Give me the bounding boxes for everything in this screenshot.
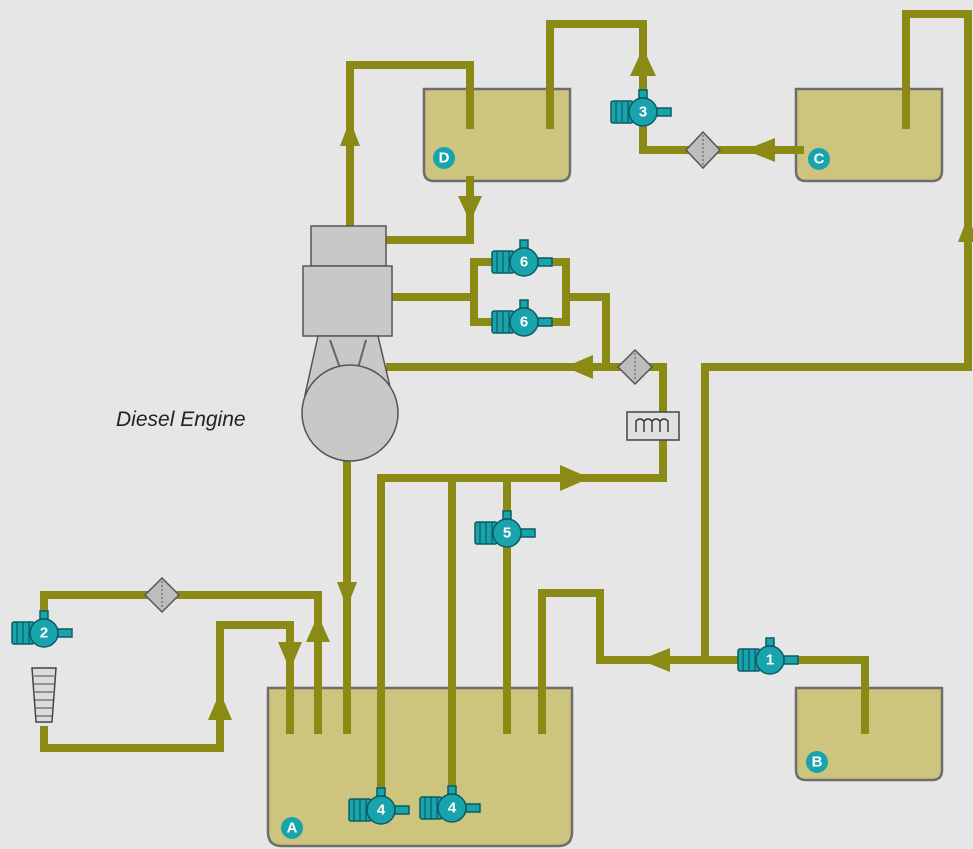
strainer-icon [31,667,57,723]
arrow-d-to-engine [458,196,482,222]
arrow-left-loop-up [208,692,232,720]
tank-a [266,686,574,848]
tank-badge-d: D [433,147,455,169]
engine-head [302,265,393,337]
filter-icon-c [684,130,722,170]
heater-icon [626,411,680,441]
pipe-feed-header [377,436,667,804]
pipe-c-to-pump3 [639,116,804,154]
pump-4a-icon: 4 [348,787,410,825]
tank-c-label: C [814,151,825,168]
diesel-engine-label: Diesel Engine [116,408,246,431]
engine-valve-cover [310,225,387,267]
pump-2-icon: 2 [11,610,73,648]
pump-1-icon: 1 [737,637,799,675]
arrow-engine-to-d [340,120,360,146]
filter-icon-pump2 [143,576,181,614]
tank-badge-b: B [806,751,828,773]
pump-1-label: 1 [766,652,774,669]
pipe-b-pump1 [796,656,869,734]
pipe-pump2-top [40,591,322,734]
pump-4a-label: 4 [377,802,386,819]
pipe-filter-to-pump6 [562,293,638,371]
pump-6b-label: 6 [520,314,528,331]
tank-badge-c: C [808,148,830,170]
pump-5-icon: 5 [474,510,536,548]
arrow-header-right [560,465,590,491]
arrow-drain-down [337,582,357,608]
arrow-pump2-down [278,642,302,670]
pump-6a-label: 6 [520,254,528,271]
tank-badge-a: A [281,817,303,839]
engine-crankcase [301,364,399,462]
arrow-pump1-left [640,648,670,672]
filter-icon-engine [616,348,654,386]
pump-4b-icon: 4 [419,785,481,823]
pump-4b-label: 4 [448,800,457,817]
pipe-d-engine-return [382,176,474,244]
pump-2-label: 2 [40,625,48,642]
pump-5-label: 5 [503,525,511,542]
pump-3-label: 3 [639,104,647,121]
arrow-c-to-filter [745,138,775,162]
pipe-pump2-inlet [40,621,294,752]
pump-6b-icon: 6 [491,299,553,337]
pump-6a-icon: 6 [491,239,553,277]
diesel-engine [301,225,399,462]
pump-3-icon: 3 [610,89,672,127]
arrow-filter-left [565,355,593,379]
pipe-riser-to-c [701,10,972,659]
tank-d-label: D [439,150,450,167]
arrow-pump2-up [306,615,330,642]
tank-b-label: B [812,754,823,771]
pipe-pump6-loop [388,258,570,326]
arrow-riser-up [958,216,973,242]
pipe-heater-to-filter [386,363,667,416]
tank-d [422,87,572,183]
tank-a-label: A [287,820,298,837]
arrow-pump3-up [630,48,656,76]
